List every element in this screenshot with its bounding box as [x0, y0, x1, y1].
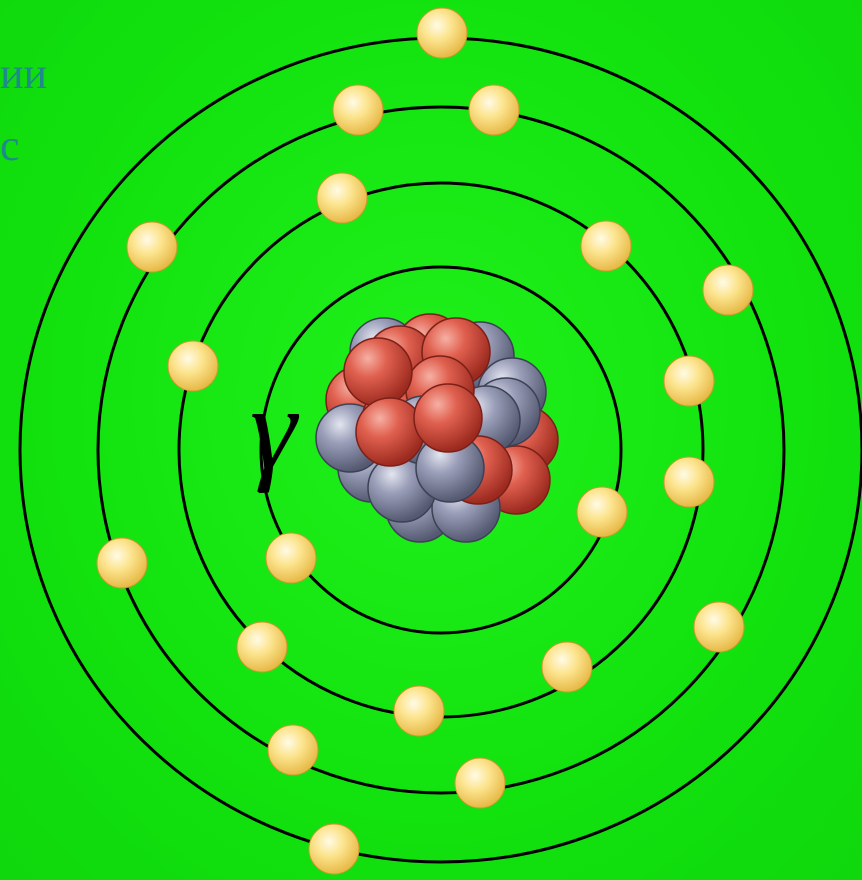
nucleus: [316, 314, 558, 542]
electron: [317, 173, 367, 223]
electron: [577, 487, 627, 537]
gamma-symbol: γ: [250, 363, 300, 494]
electron: [542, 642, 592, 692]
electron: [581, 221, 631, 271]
proton-particle: [356, 398, 424, 466]
electron: [268, 725, 318, 775]
electron: [394, 686, 444, 736]
electron: [469, 85, 519, 135]
electron: [266, 533, 316, 583]
electron: [417, 8, 467, 58]
electron: [127, 222, 177, 272]
proton-particle: [414, 384, 482, 452]
proton-particle: [344, 338, 412, 406]
electron: [664, 356, 714, 406]
electron: [168, 341, 218, 391]
electron: [97, 538, 147, 588]
electron: [664, 457, 714, 507]
electron: [703, 265, 753, 315]
electron: [237, 622, 287, 672]
electron: [309, 824, 359, 874]
electron: [455, 758, 505, 808]
electron: [333, 85, 383, 135]
electron: [694, 602, 744, 652]
